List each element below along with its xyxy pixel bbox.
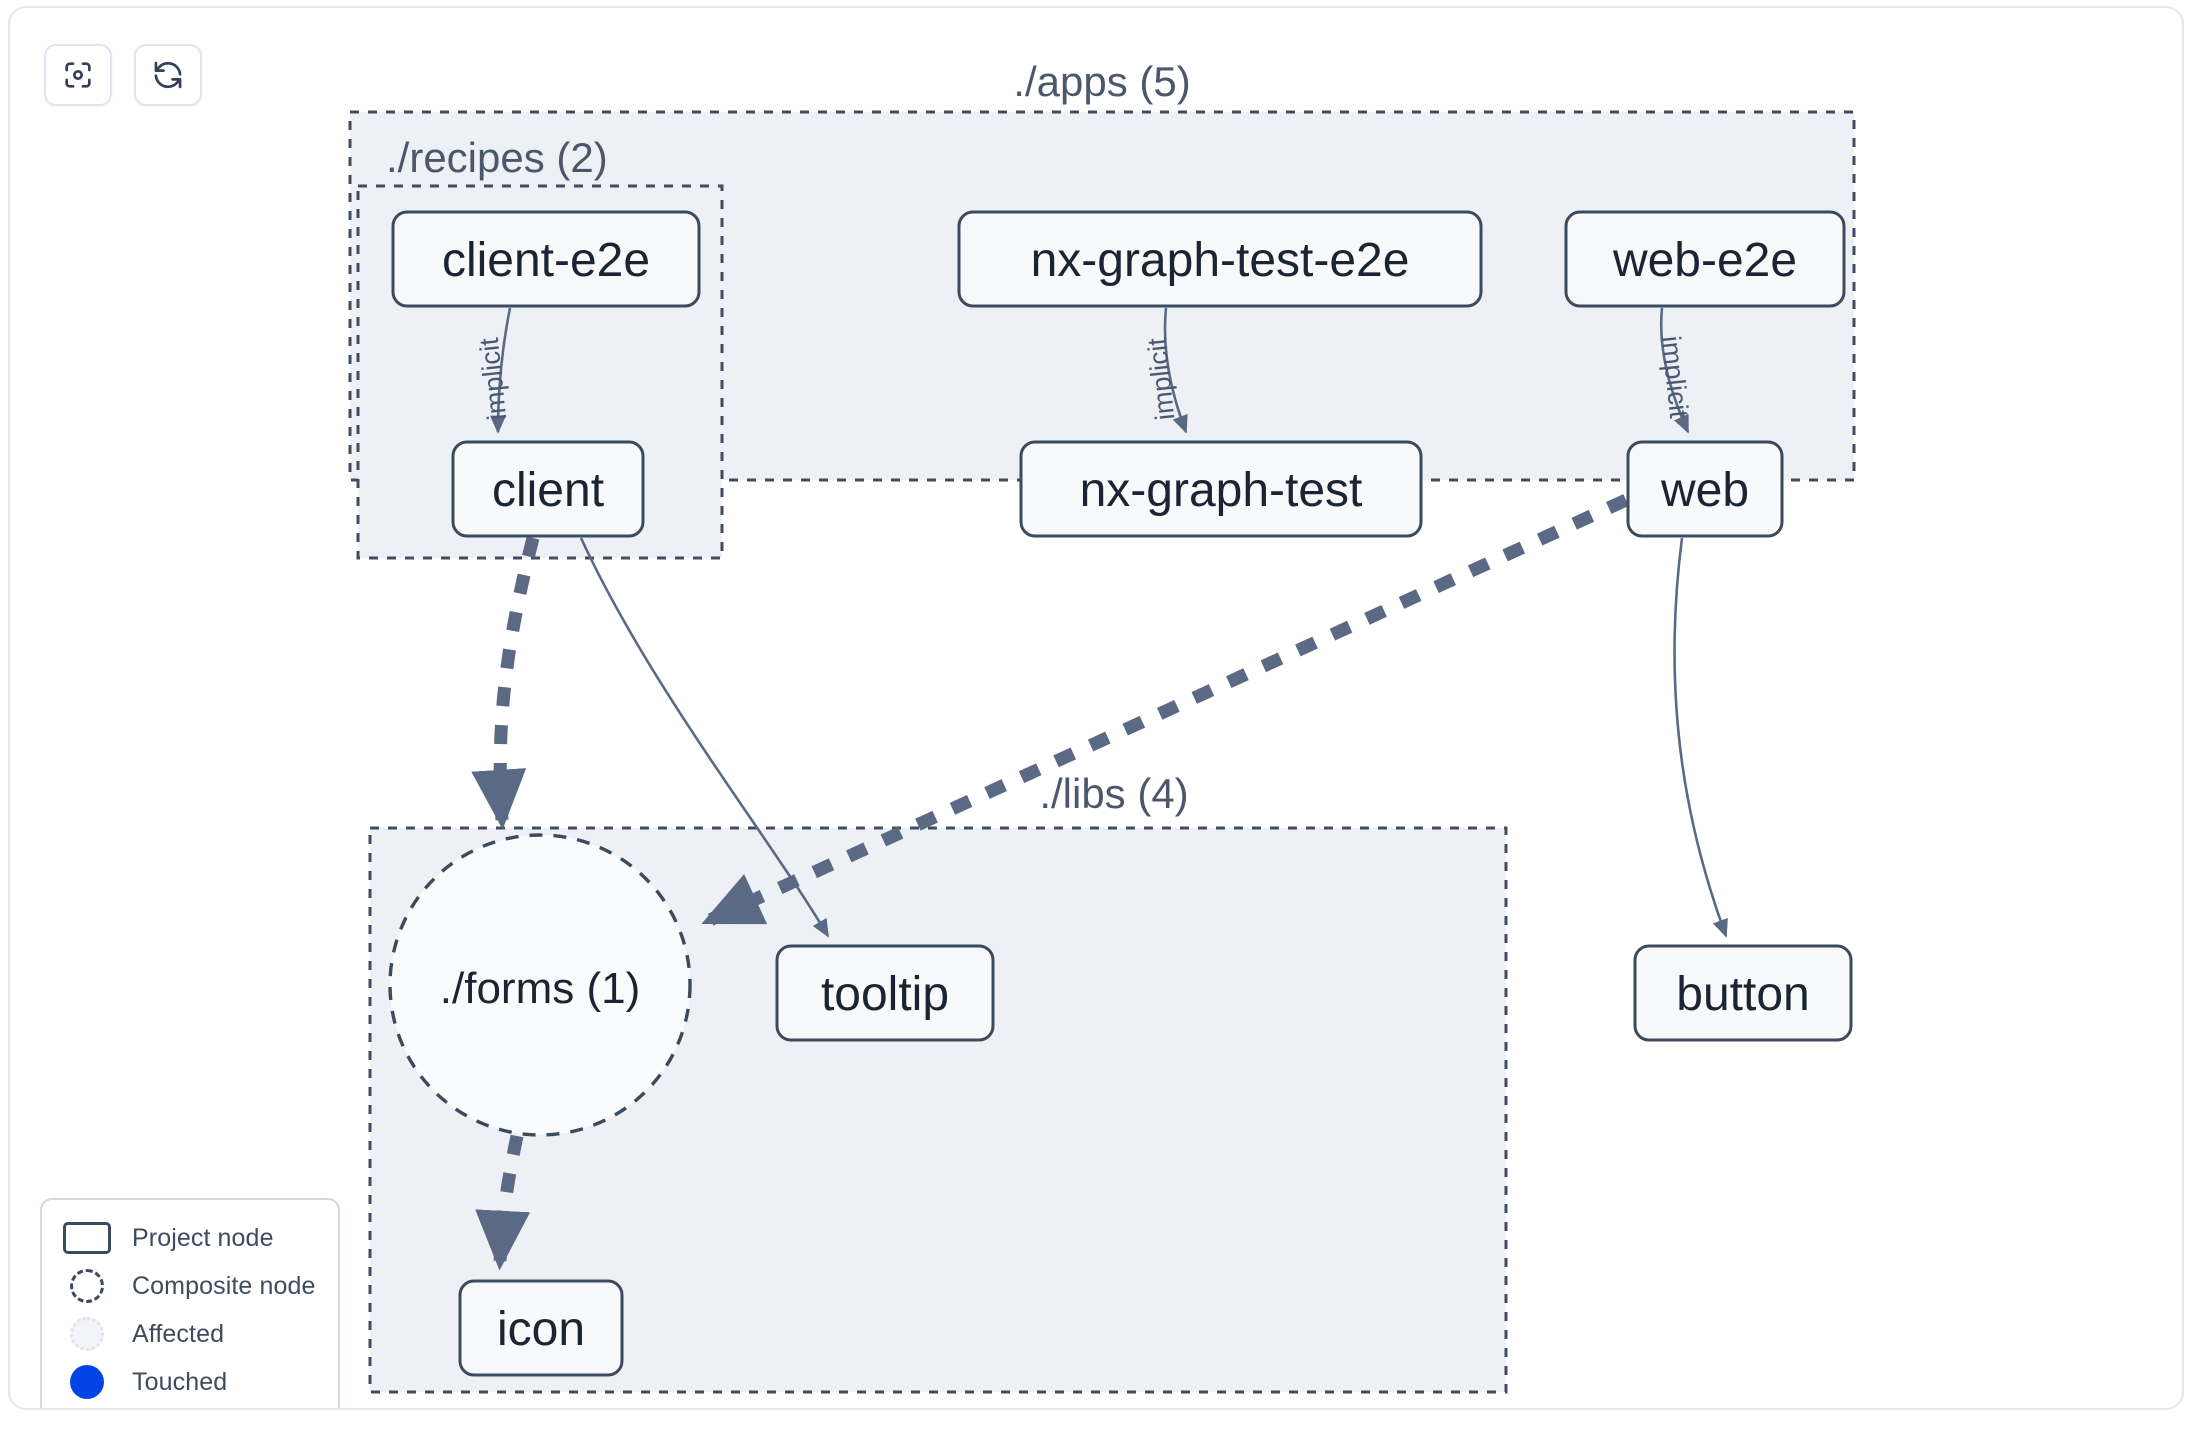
edge-client-to-tooltip[interactable] [579, 537, 830, 938]
focus-graph-button[interactable] [44, 44, 112, 106]
project-graph[interactable]: ./apps (5) ./recipes (2) ./libs (4) impl… [10, 8, 2184, 1410]
node-client[interactable]: client [451, 440, 645, 538]
graph-canvas-card: ./apps (5) ./recipes (2) ./libs (4) impl… [8, 6, 2184, 1410]
legend-item-affected: Affected [60, 1310, 322, 1358]
node-forms-composite[interactable]: ./forms (1) [388, 833, 692, 1137]
node-web-e2e[interactable]: web-e2e [1564, 210, 1846, 308]
edge-line [475, 1134, 531, 1271]
node-nx-graph-test-e2e[interactable]: nx-graph-test-e2e [957, 210, 1483, 308]
refresh-graph-button[interactable] [134, 44, 202, 106]
node-label: ./forms (1) [440, 964, 640, 1013]
composite-node-swatch [60, 1269, 114, 1303]
touched-swatch [60, 1365, 114, 1399]
edge-line [1673, 537, 1728, 938]
edge-line [489, 307, 512, 434]
node-web[interactable]: web [1626, 440, 1784, 538]
node-icon[interactable]: icon [458, 1279, 624, 1377]
legend-label: Affected [132, 1319, 225, 1348]
edge-line [471, 536, 540, 830]
group-libs-label: ./libs (4) [1039, 770, 1188, 817]
legend-item-composite-node: Composite node [60, 1262, 322, 1310]
node-label: web-e2e [1612, 234, 1797, 287]
node-label: icon [497, 1303, 585, 1356]
edge-line [701, 494, 1629, 926]
affected-swatch [60, 1317, 114, 1351]
node-circle[interactable] [388, 833, 692, 1137]
project-node-swatch [60, 1222, 114, 1254]
node-nx-graph-test[interactable]: nx-graph-test [1019, 440, 1423, 538]
node-box[interactable] [775, 944, 995, 1042]
node-box[interactable] [1626, 440, 1784, 538]
node-box[interactable] [451, 440, 645, 538]
edge-line [1163, 307, 1188, 434]
edge-line [579, 537, 830, 938]
node-tooltip[interactable]: tooltip [775, 944, 995, 1042]
node-box[interactable] [1564, 210, 1846, 308]
node-label: nx-graph-test [1080, 464, 1363, 517]
node-button[interactable]: button [1633, 944, 1853, 1042]
edge-client-to-forms[interactable] [471, 536, 540, 830]
node-client-e2e[interactable]: client-e2e [391, 210, 701, 308]
node-box[interactable] [957, 210, 1483, 308]
node-box[interactable] [1633, 944, 1853, 1042]
legend-label: Composite node [132, 1271, 316, 1300]
node-box[interactable] [458, 1279, 624, 1377]
legend-label: Touched [132, 1367, 228, 1396]
group-apps-label: ./apps (5) [1013, 58, 1190, 105]
refresh-icon [151, 58, 185, 92]
node-label: client [492, 464, 604, 517]
edge-web-to-forms[interactable] [701, 494, 1629, 926]
legend-label: Project node [132, 1223, 274, 1252]
edge-web-to-button[interactable] [1673, 537, 1728, 938]
node-label: nx-graph-test-e2e [1031, 234, 1410, 287]
graph-toolbar [44, 44, 202, 106]
legend-item-project-node: Project node [60, 1214, 322, 1262]
group-recipes-label: ./recipes (2) [386, 134, 608, 181]
edge-forms-to-icon[interactable] [475, 1134, 531, 1271]
node-box[interactable] [1019, 440, 1423, 538]
node-box[interactable] [391, 210, 701, 308]
focus-target-icon [61, 58, 95, 92]
legend-item-touched: Touched [60, 1358, 322, 1406]
edge-line [1659, 307, 1690, 434]
node-label: button [1676, 968, 1809, 1021]
node-label: tooltip [821, 968, 949, 1021]
graph-legend: Project node Composite node Affected Tou… [40, 1198, 340, 1408]
node-label: client-e2e [442, 234, 650, 287]
node-label: web [1660, 464, 1749, 517]
